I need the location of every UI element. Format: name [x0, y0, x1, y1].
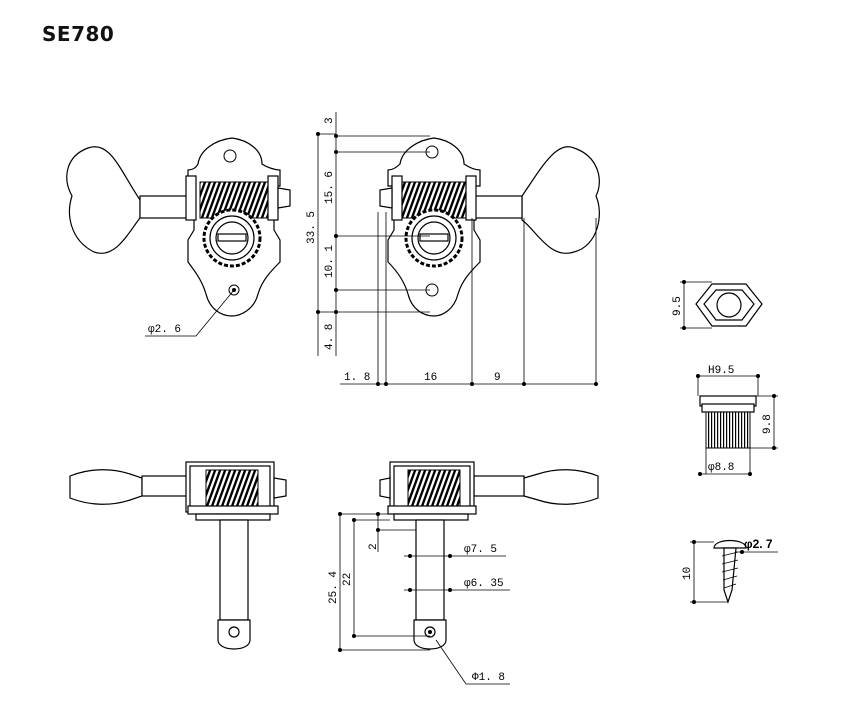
front-dimensions: 3 15. 6 33. 5 10. 1 4. 8 1. 8 16 9	[306, 112, 598, 386]
dim-15-6: 15. 6	[324, 171, 336, 204]
side-button-left	[69, 469, 143, 505]
dim-side-d1-8: Φ1. 8	[472, 672, 505, 684]
product-title: SE780	[42, 22, 115, 46]
dim-side-d6-35: φ6. 35	[464, 578, 504, 590]
shaft-left	[139, 195, 191, 219]
dim-hole-post: φ2. 6	[148, 324, 181, 336]
dim-9: 9	[494, 372, 501, 384]
dim-3: 3	[324, 117, 336, 124]
tuner-side-left	[69, 461, 287, 650]
button-right	[521, 146, 600, 254]
tuner-front-right	[379, 137, 600, 317]
shaft-right	[471, 195, 523, 219]
gear-right	[404, 208, 464, 268]
wood-screw: 10 φ2. 7	[682, 537, 778, 604]
dim-1-8: 1. 8	[344, 372, 370, 384]
dim-bush-d8-8: φ8.8	[708, 462, 734, 474]
dim-16: 16	[424, 372, 437, 384]
dim-screw-10: 10	[682, 567, 694, 580]
dim-bush-9-8: 9.8	[762, 414, 774, 434]
side-dimensions: 2 22 25. 4 φ7. 5 φ6. 35 Φ1. 8	[328, 512, 510, 685]
dim-4-8: 4. 8	[324, 324, 336, 350]
gear-left	[202, 208, 262, 268]
side-button-right	[523, 469, 599, 505]
dim-33-5: 33. 5	[306, 211, 318, 244]
dim-10-1: 10. 1	[324, 245, 336, 278]
dim-side-2: 2	[368, 543, 380, 550]
hex-nut: 9.5	[672, 280, 763, 330]
dim-screw-d2-7: φ2. 7	[744, 537, 773, 551]
bushing: H9.5 9.8 φ8.8	[696, 365, 778, 476]
tuner-side-right	[379, 461, 599, 650]
dim-nut-9-5: 9.5	[672, 296, 684, 316]
dim-side-22: 22	[342, 573, 354, 586]
button-left	[66, 146, 141, 254]
dim-bush-h9-5: H9.5	[708, 365, 734, 377]
dim-side-d7-5: φ7. 5	[464, 544, 497, 556]
tuner-front-left: φ2. 6	[66, 137, 291, 337]
dim-side-25-4: 25. 4	[328, 571, 340, 604]
